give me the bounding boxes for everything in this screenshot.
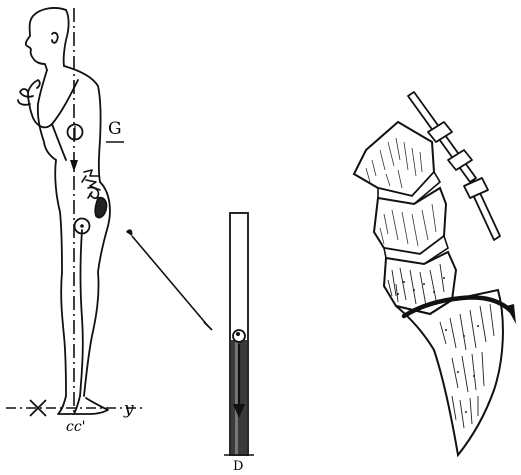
sacrum [396, 290, 503, 455]
lumbar-vertebrae-sketch [82, 170, 107, 218]
label-g-text: G [108, 119, 122, 139]
vertebral-segment [354, 92, 516, 455]
label-y-text: y [123, 399, 134, 419]
center-of-gravity-marker [68, 125, 83, 140]
label-d-text: D [233, 459, 243, 470]
pointer-line [126, 229, 212, 330]
label-g: G [106, 119, 124, 142]
gravity-tube: D [224, 213, 254, 470]
ground-line: X y cc' [6, 395, 146, 435]
label-cc-text: cc' [66, 419, 86, 435]
